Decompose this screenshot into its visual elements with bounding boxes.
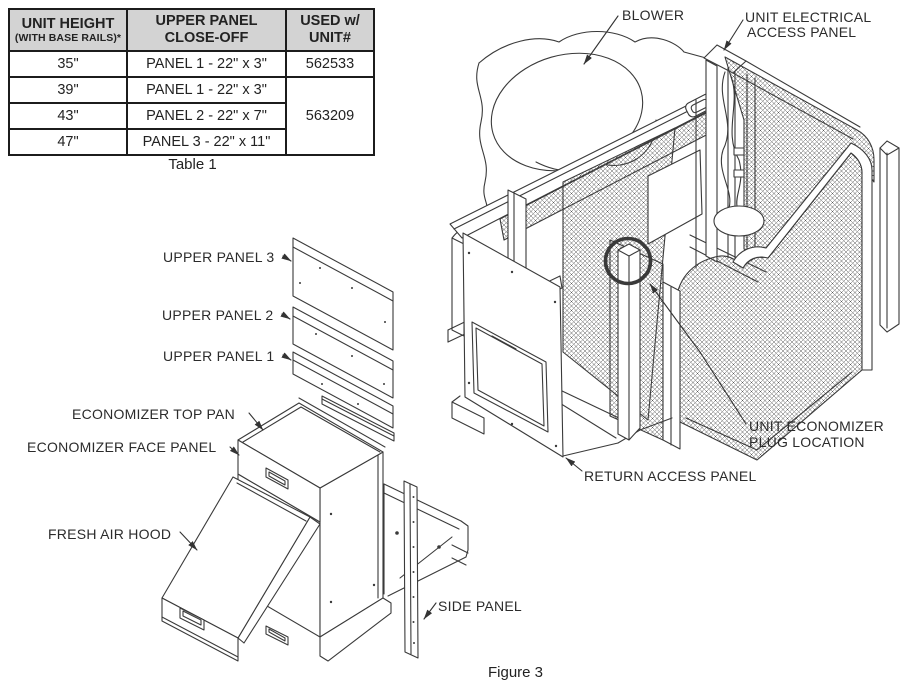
face-panel-leader bbox=[229, 446, 240, 456]
unit-economizer-label-line2: PLUG LOCATION bbox=[749, 434, 865, 450]
upper-panel-2-leader bbox=[280, 311, 291, 320]
return-access-panel bbox=[462, 189, 564, 458]
unit-electrical-label-line1: UNIT ELECTRICAL bbox=[745, 9, 871, 25]
col-header-line2: CLOSE-OFF bbox=[164, 30, 249, 46]
wire bbox=[720, 71, 731, 209]
cell-panel: PANEL 1 - 22" x 3" bbox=[126, 50, 287, 78]
wire-connector bbox=[733, 169, 745, 178]
unit-electrical-label-line2: ACCESS PANEL bbox=[747, 24, 856, 40]
side-panel-label: SIDE PANEL bbox=[438, 598, 522, 614]
table-row: 43" PANEL 2 - 22" x 7" bbox=[8, 102, 374, 130]
col-header-used-with: USED w/ UNIT# bbox=[285, 8, 375, 52]
fresh-air-hood-label: FRESH AIR HOOD bbox=[48, 526, 171, 542]
electrical-panel-leader bbox=[723, 19, 744, 51]
leader-lines bbox=[179, 15, 747, 620]
col-header-line1: USED w/ bbox=[300, 13, 360, 30]
upper-panels-drawing bbox=[292, 237, 395, 442]
electrical-compartment bbox=[695, 59, 765, 269]
wall-top-edge-band bbox=[732, 142, 873, 371]
col-header-line2: (WITH BASE RAILS)* bbox=[14, 32, 122, 45]
figure-caption: Figure 3 bbox=[488, 664, 543, 681]
electrical-door-edge bbox=[705, 59, 718, 263]
base-beam bbox=[383, 483, 469, 597]
right-corner-post bbox=[879, 140, 900, 333]
return-panel-leader bbox=[565, 457, 583, 472]
plug-location-leader bbox=[649, 283, 747, 425]
upper-panel-1 bbox=[292, 351, 394, 429]
col-header-unit-height: UNIT HEIGHT (WITH BASE RAILS)* bbox=[8, 8, 128, 52]
cell-panel: PANEL 2 - 22" x 7" bbox=[126, 102, 287, 130]
table-header-row: UNIT HEIGHT (WITH BASE RAILS)* UPPER PAN… bbox=[8, 8, 375, 52]
cell-unit-number: 562533 bbox=[285, 50, 375, 78]
side-panel-part bbox=[403, 480, 419, 659]
cell-unit-number-merged: 563209 bbox=[285, 76, 375, 156]
col-header-line2: UNIT# bbox=[309, 30, 351, 46]
table-row: 35" PANEL 1 - 22" x 3" 562533 bbox=[8, 50, 375, 78]
col-header-upper-panel: UPPER PANEL CLOSE-OFF bbox=[126, 8, 287, 52]
side-panel-leader bbox=[423, 602, 437, 620]
economizer-top-pan-label: ECONOMIZER TOP PAN bbox=[72, 406, 235, 422]
main-unit-drawing bbox=[447, 30, 900, 461]
upper-panel-3-label: UPPER PANEL 3 bbox=[163, 249, 274, 265]
economizer-drawing bbox=[161, 397, 392, 662]
cell-panel: PANEL 1 - 22" x 3" bbox=[126, 76, 287, 104]
screw-holes bbox=[467, 251, 558, 448]
economizer-plug-post bbox=[617, 243, 641, 441]
wire bbox=[730, 75, 742, 207]
economizer-base bbox=[319, 597, 392, 662]
cell-height: 43" bbox=[8, 102, 128, 130]
unit-economizer-label-line1: UNIT ECONOMIZER bbox=[749, 418, 884, 434]
table-row: 47" PANEL 3 - 22" x 11" bbox=[8, 128, 374, 156]
figure-labels: BLOWER UNIT ELECTRICAL ACCESS PANEL UPPE… bbox=[27, 7, 884, 681]
economizer-face-panel-label: ECONOMIZER FACE PANEL bbox=[27, 439, 216, 455]
blower-leader bbox=[583, 15, 619, 65]
side-panel-drawing bbox=[383, 480, 469, 659]
upper-panel-3 bbox=[292, 237, 394, 351]
capacitor bbox=[713, 205, 765, 237]
table-caption: Table 1 bbox=[168, 156, 217, 173]
upper-panel-1-label: UPPER PANEL 1 bbox=[163, 348, 274, 364]
blower-label: BLOWER bbox=[622, 7, 684, 23]
cell-height: 39" bbox=[8, 76, 128, 104]
upper-panel-2-label: UPPER PANEL 2 bbox=[162, 307, 273, 323]
close-off-rail bbox=[321, 395, 395, 442]
unit-height-table: UNIT HEIGHT (WITH BASE RAILS)* UPPER PAN… bbox=[8, 8, 375, 156]
cell-height: 47" bbox=[8, 128, 128, 156]
economizer-face-panel-part bbox=[237, 439, 321, 523]
cell-height: 35" bbox=[8, 50, 128, 78]
col-header-line1: UPPER PANEL bbox=[155, 13, 258, 30]
upper-panel-2 bbox=[292, 306, 394, 399]
fresh-air-hood-leader bbox=[179, 531, 198, 551]
return-access-panel-label: RETURN ACCESS PANEL bbox=[584, 468, 757, 484]
upper-panel-1-leader bbox=[281, 352, 292, 361]
fresh-air-hood-part bbox=[161, 476, 321, 662]
wire-connector bbox=[733, 147, 745, 156]
upper-panel-3-leader bbox=[281, 253, 292, 262]
plug-location-circle bbox=[603, 236, 653, 286]
cell-panel: PANEL 3 - 22" x 11" bbox=[126, 128, 287, 156]
col-header-line1: UNIT HEIGHT bbox=[21, 15, 115, 32]
table-row: 39" PANEL 1 - 22" x 3" 563209 bbox=[8, 76, 375, 156]
top-pan-leader bbox=[248, 412, 264, 431]
